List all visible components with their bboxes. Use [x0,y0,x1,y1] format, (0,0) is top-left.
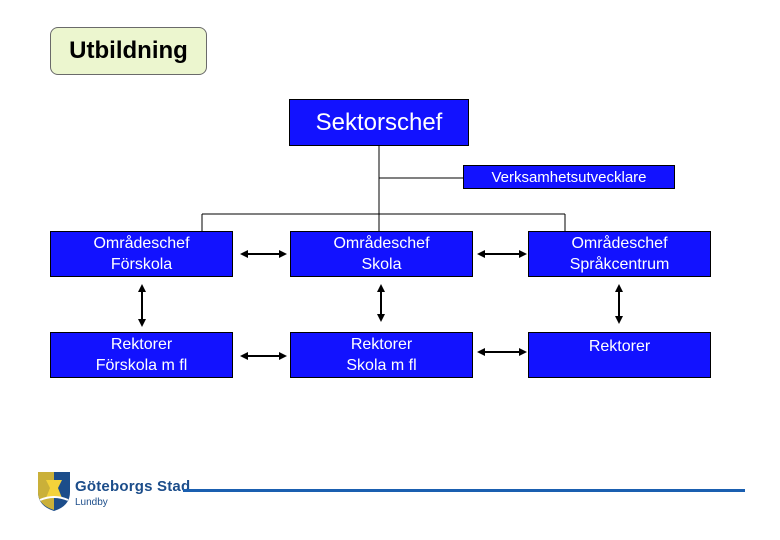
chief-box: Sektorschef [289,99,469,146]
principal-line1: Rektorer [350,336,413,353]
unit-box-forskola: Områdeschef Förskola [50,231,233,277]
logo-name: Göteborgs Stad [75,478,191,495]
unit-box-skola: Områdeschef Skola [290,231,473,277]
principal-line1: Rektorer [588,338,651,355]
unit-line1: Områdeschef [333,235,430,252]
principal-box-skola: Rektorer Skola m fl [290,332,473,378]
logo-subtitle: Lundby [75,497,108,508]
section-title-tag: Utbildning [50,27,207,75]
advisor-box: Verksamhetsutvecklare [463,165,675,189]
unit-line2: Språkcentrum [569,256,670,273]
principal-box-forskola: Rektorer Förskola m fl [50,332,233,378]
unit-line1: Områdeschef [93,235,190,252]
city-crest-icon [38,472,70,511]
principal-line1: Rektorer [110,336,173,353]
footer-rule [183,489,745,492]
unit-box-sprakcentrum: Områdeschef Språkcentrum [528,231,711,277]
hierarchy-lines [201,146,566,231]
advisor-label: Verksamhetsutvecklare [491,168,647,186]
section-title: Utbildning [69,37,188,64]
principal-line2: Förskola m fl [95,357,188,374]
chief-label: Sektorschef [315,108,443,136]
unit-line1: Områdeschef [571,235,668,252]
principal-line2: Skola m fl [346,357,417,374]
principal-box-sprakcentrum: Rektorer [528,332,711,378]
unit-line2: Förskola [110,256,173,273]
unit-line2: Skola [361,256,402,273]
